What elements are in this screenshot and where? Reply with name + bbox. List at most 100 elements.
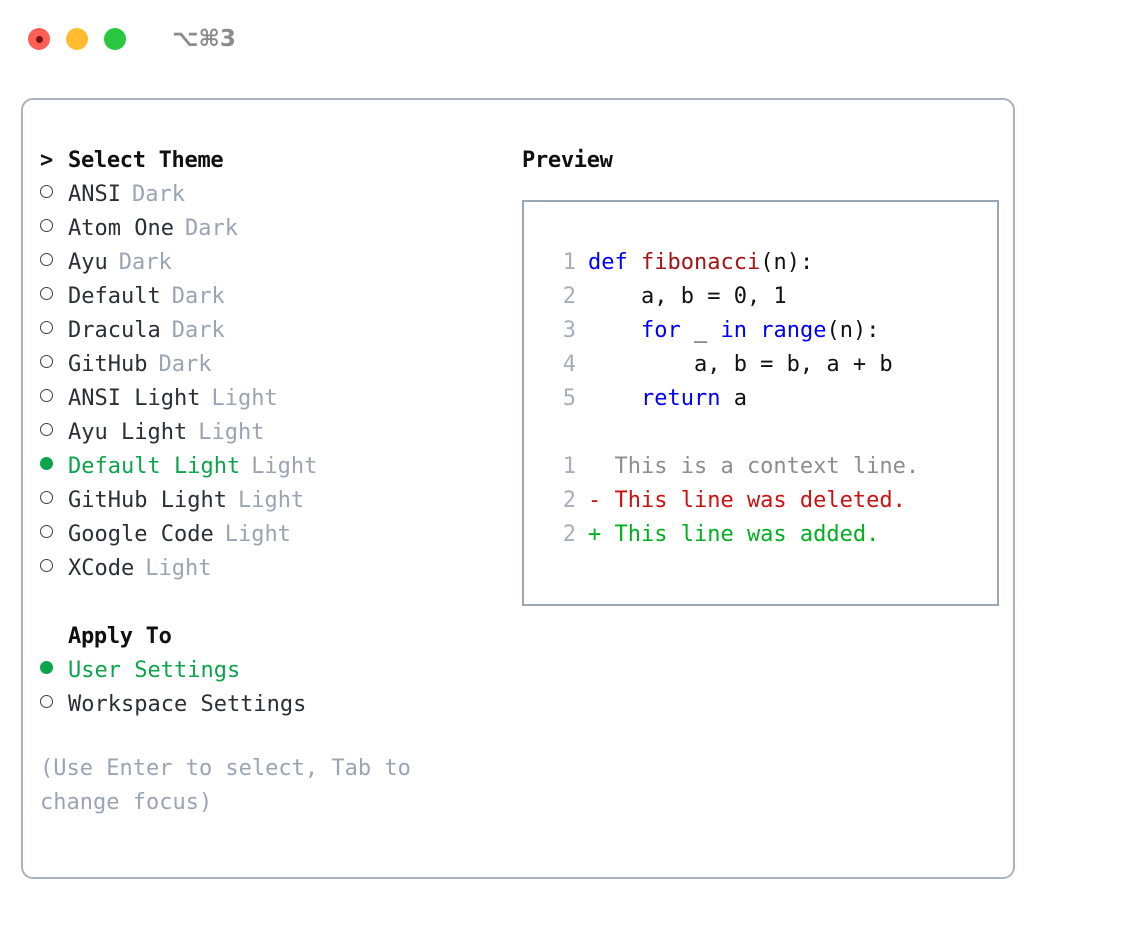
radio-unselected-icon[interactable] [40, 389, 68, 405]
radio-unselected-icon[interactable] [40, 287, 68, 303]
apply-to-option[interactable]: User Settings [40, 654, 502, 688]
theme-category-label: Light [224, 522, 291, 547]
code-line: 3 for _ in range(n): [542, 314, 997, 348]
select-theme-label: Select Theme [68, 148, 224, 173]
theme-list-item[interactable]: XCode Light [40, 552, 502, 586]
radio-dot-icon [40, 219, 53, 232]
diff-line: 2 + This line was added. [542, 518, 997, 552]
theme-name-label: Default [68, 284, 161, 309]
keyboard-hint-text: (Use Enter to select, Tab to change focu… [40, 756, 411, 815]
radio-selected-icon[interactable] [40, 661, 68, 677]
radio-dot-icon [40, 525, 53, 538]
radio-dot-icon [40, 287, 53, 300]
theme-name-label: Ayu [68, 250, 108, 275]
theme-category-label: Light [251, 454, 318, 479]
radio-dot-icon [40, 661, 53, 674]
theme-name-label: XCode [68, 556, 135, 581]
theme-category-label: Light [211, 386, 278, 411]
radio-dot-icon [40, 321, 53, 334]
radio-unselected-icon[interactable] [40, 185, 68, 201]
radio-unselected-icon[interactable] [40, 525, 68, 541]
theme-list-item[interactable]: Default Light Light [40, 450, 502, 484]
theme-name-label: Ayu Light [68, 420, 188, 445]
theme-list-item[interactable]: ANSI Light Light [40, 382, 502, 416]
caret-icon: > [40, 148, 54, 173]
radio-dot-icon [40, 491, 53, 504]
apply-to-label: Apply To [68, 624, 172, 649]
theme-category-label: Dark [171, 318, 225, 343]
diff-line-text: This is a context line. [588, 454, 920, 479]
diff-sample: 1 This is a context line. 2 - This line wa… [542, 450, 997, 552]
zoom-window-icon[interactable] [104, 28, 126, 50]
radio-unselected-icon[interactable] [40, 321, 68, 337]
theme-name-label: GitHub [68, 352, 148, 377]
code-line-text: def fibonacci(n): [576, 246, 813, 280]
diff-line-number: 2 [562, 488, 576, 513]
code-line-text: for _ in range(n): [576, 314, 879, 348]
radio-dot-icon [40, 185, 53, 198]
close-window-icon[interactable] [28, 28, 50, 50]
radio-unselected-icon[interactable] [40, 559, 68, 575]
code-token: for [640, 318, 681, 343]
theme-category-label: Light [198, 420, 265, 445]
code-line: 2 a, b = 0, 1 [542, 280, 997, 314]
radio-unselected-icon[interactable] [40, 219, 68, 235]
code-line-number: 5 [562, 386, 576, 411]
radio-selected-icon[interactable] [40, 457, 68, 473]
preview-title: Preview [522, 148, 613, 173]
code-token: a, b = b, a + b [588, 352, 893, 377]
code-token: return [640, 386, 721, 411]
radio-dot-icon [40, 695, 53, 708]
diff-line-text: + This line was added. [588, 522, 880, 547]
code-token: in [720, 318, 747, 343]
diff-line: 1 This is a context line. [542, 450, 997, 484]
code-line-text: a, b = 0, 1 [576, 280, 787, 314]
diff-line: 2 - This line was deleted. [542, 484, 997, 518]
radio-unselected-icon[interactable] [40, 423, 68, 439]
keyboard-shortcut-label: ⌥⌘3 [172, 26, 236, 52]
theme-category-label: Dark [184, 216, 238, 241]
diff-line-number: 1 [562, 454, 576, 479]
apply-to-option[interactable]: Workspace Settings [40, 688, 502, 722]
theme-category-label: Light [237, 488, 305, 513]
apply-to-heading: Apply To [40, 620, 502, 654]
diff-line-number: 2 [562, 522, 576, 547]
radio-unselected-icon[interactable] [40, 695, 68, 711]
diff-line-text: - This line was deleted. [588, 488, 906, 513]
theme-category-label: Light [145, 556, 212, 581]
theme-name-label: ANSI Light [68, 386, 201, 411]
theme-name-label: Default Light [68, 454, 241, 479]
radio-unselected-icon[interactable] [40, 491, 68, 507]
radio-dot-icon [40, 559, 53, 572]
radio-unselected-icon[interactable] [40, 355, 68, 371]
radio-dot-icon [40, 253, 53, 266]
code-line: 4 a, b = b, a + b [542, 348, 997, 382]
minimize-window-icon[interactable] [66, 28, 88, 50]
code-token [588, 318, 641, 343]
theme-list-item[interactable]: Ayu Light Light [40, 416, 502, 450]
code-token: (n): [826, 318, 880, 343]
code-token: fibonacci [640, 250, 761, 275]
code-token: a, b = 0, 1 [588, 284, 787, 309]
radio-unselected-icon[interactable] [40, 253, 68, 269]
traffic-light-buttons [28, 28, 126, 50]
select-theme-heading: > Select Theme [40, 144, 502, 178]
code-line-text: a, b = b, a + b [576, 348, 893, 382]
